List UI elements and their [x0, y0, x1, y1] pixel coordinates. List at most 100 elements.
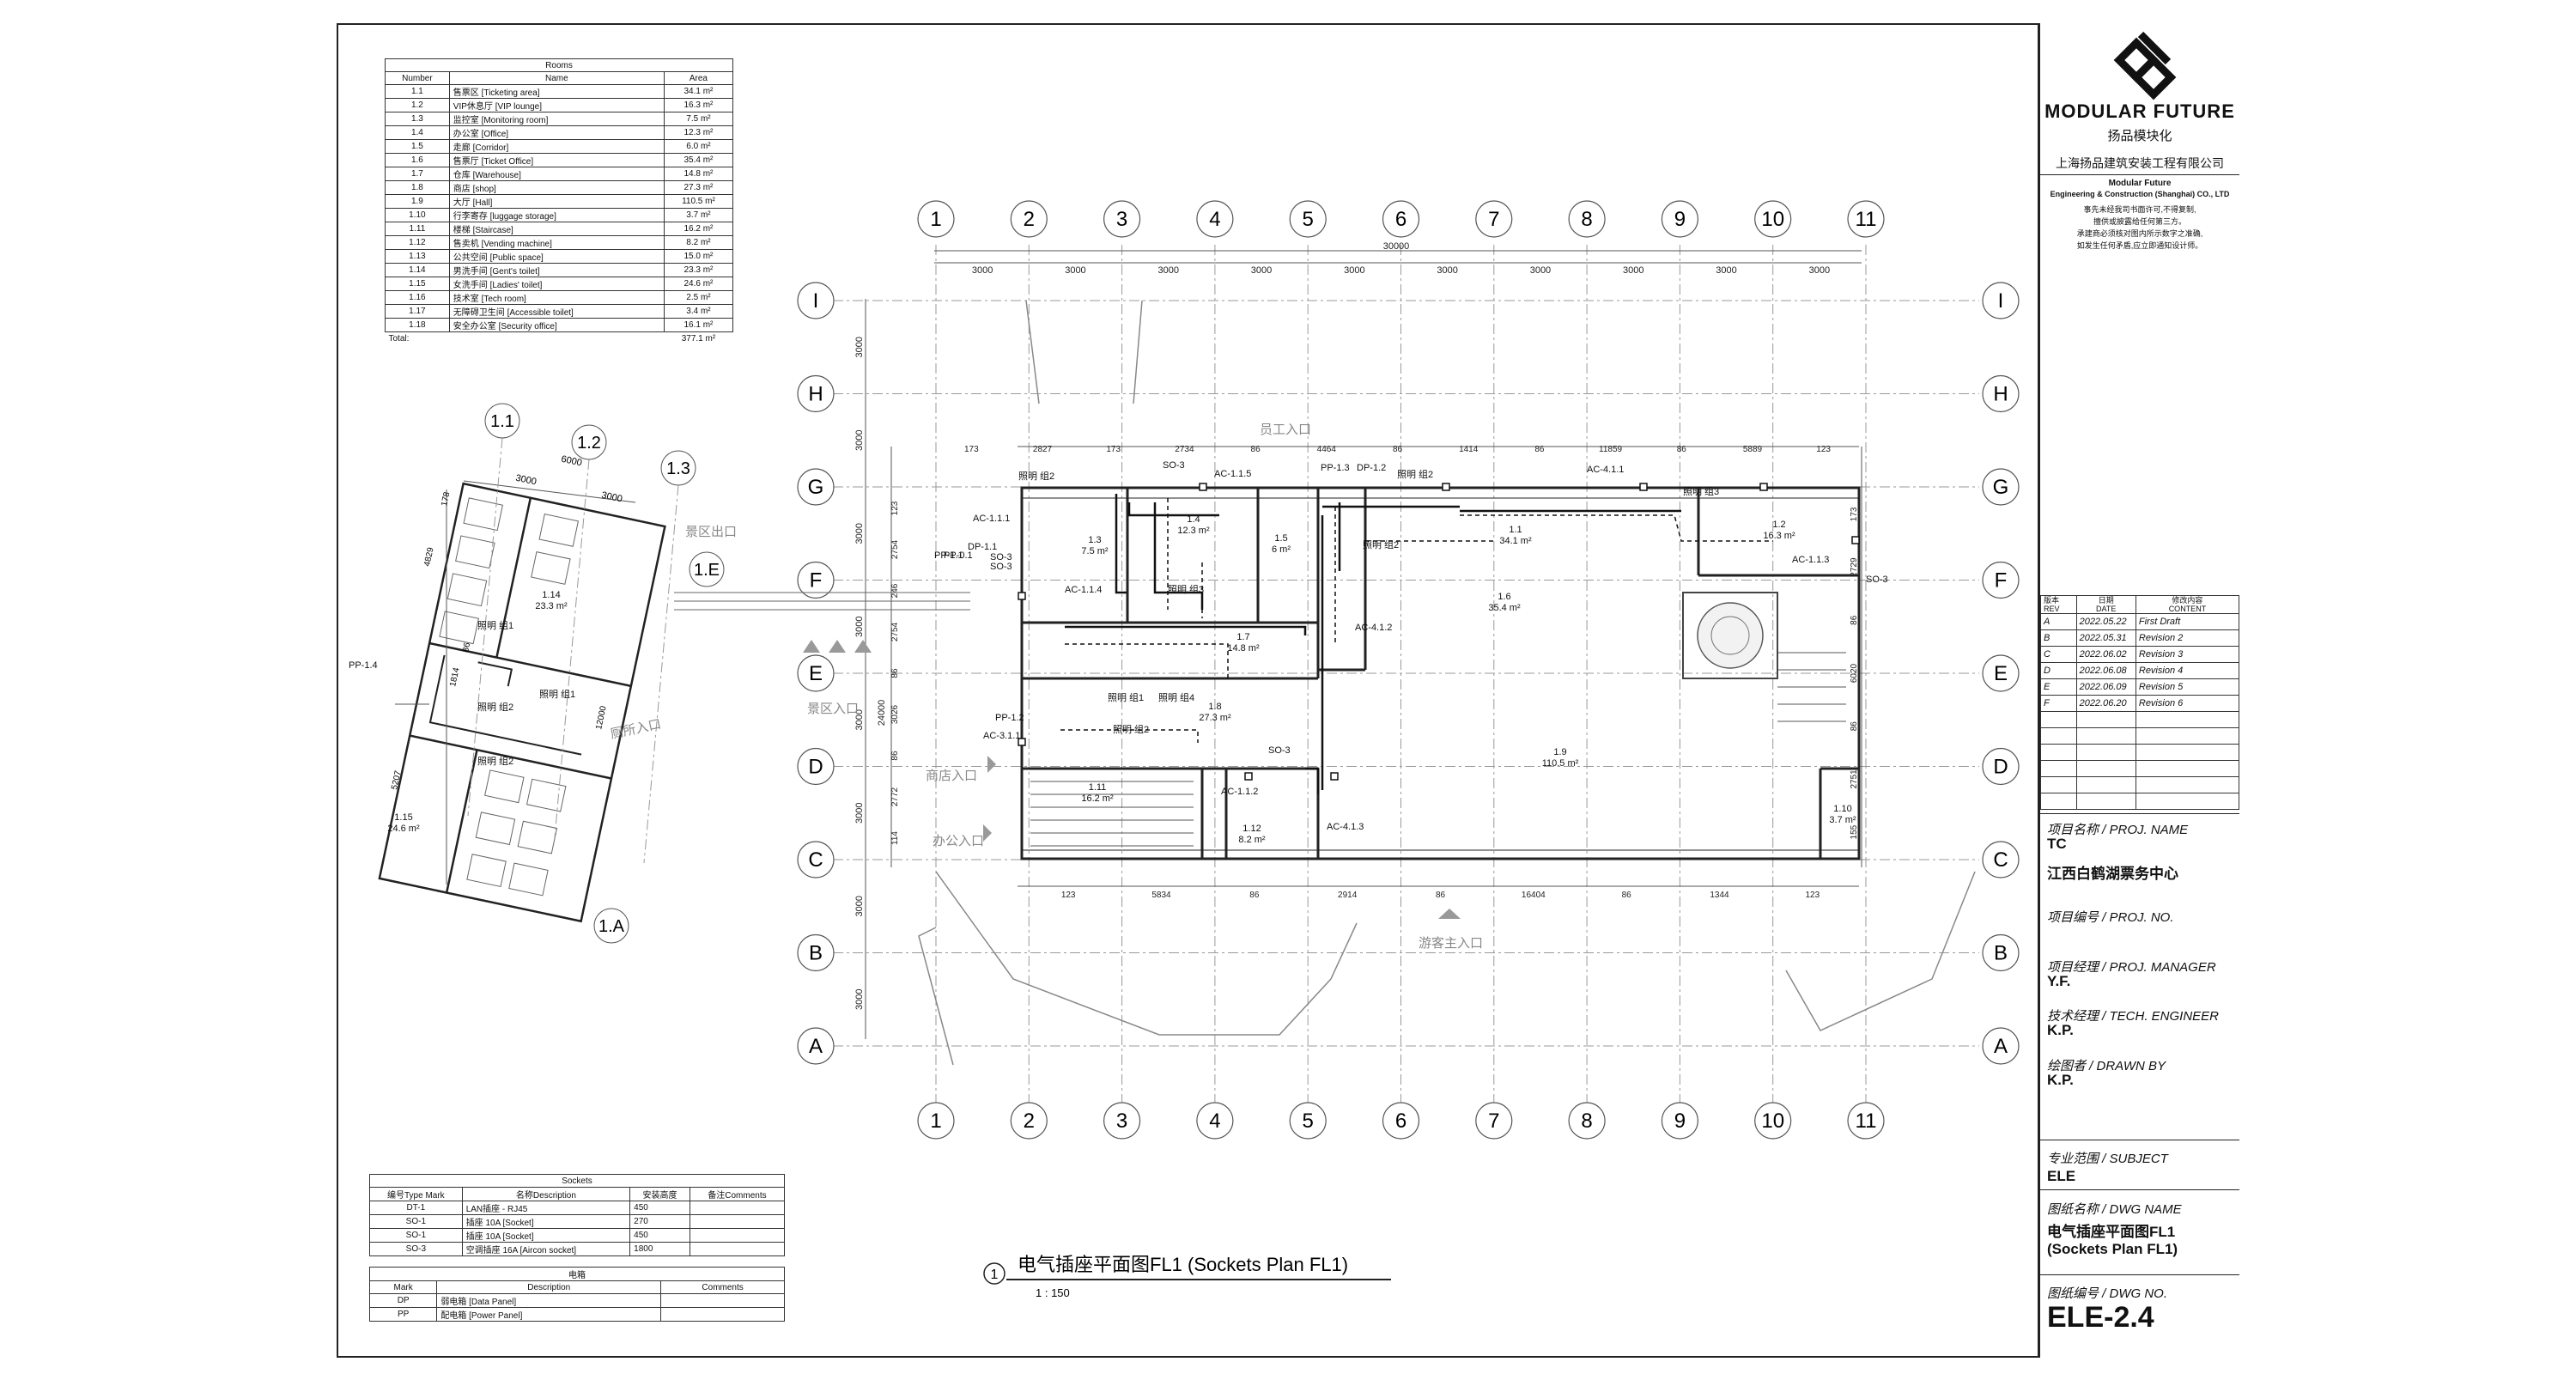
dim-row-spacing-value: 3000 — [854, 337, 865, 357]
grid-bubble-row: F — [797, 561, 835, 599]
equipment-tag: 照明 组3 — [1683, 485, 1719, 497]
dim-value: 86 — [1393, 445, 1403, 454]
grid-label: F — [810, 569, 823, 593]
dwg-no-label: 图纸编号 / DWG NO. — [2047, 1286, 2167, 1301]
tech-engineer: K.P. — [2047, 1022, 2074, 1038]
equipment-tag: 照明 组3 — [1168, 583, 1204, 595]
equipment-tag: AC-4.1.1 — [1587, 465, 1624, 475]
dim-value: 123 — [1061, 891, 1076, 900]
equipment-tag: AC-1.1.4 — [1065, 585, 1102, 595]
panels-schedule-cell: PP — [368, 1307, 438, 1322]
sockets-schedule-cell: SO-3 — [369, 1242, 463, 1256]
room-area: 8.2 m² — [1238, 835, 1266, 845]
equipment-tag: AC-1.1.3 — [1792, 555, 1829, 565]
equipment-tag: 照明 组1 — [477, 619, 513, 631]
detail-dim-value: 3000 — [600, 490, 623, 505]
grid-bubble-row: H — [797, 374, 835, 413]
tb-divider — [2040, 1274, 2239, 1275]
dim-value: 2772 — [890, 787, 900, 806]
revision-content: First Draft — [2135, 613, 2240, 630]
label-visitor-entrance: 游客主入口 — [1419, 936, 1483, 951]
notice-line-1: 事先未经我司书面许可,不得复制, — [2083, 205, 2196, 214]
panels-schedule-cell — [660, 1307, 785, 1322]
view-title: 1 电气插座平面图FL1 (Sockets Plan FL1) 1 : 150 — [983, 1254, 1391, 1299]
grid-label: D — [1993, 756, 2008, 779]
revision-date: 2022.06.02 — [2075, 646, 2136, 663]
grid-bubble-row: I — [1982, 282, 2020, 319]
dim-value: 86 — [1534, 445, 1545, 454]
dim-value: 86 — [1677, 445, 1687, 454]
grid-label: 3 — [1116, 1110, 1127, 1133]
equipment-tag: DP-1.2 — [1357, 463, 1386, 473]
revision-rev: F — [2040, 695, 2077, 712]
company-name-en2: Engineering & Construction (Shanghai) CO… — [2050, 190, 2230, 198]
dim-value: 2751 — [1850, 769, 1859, 789]
equipment-tag: SO-3 — [990, 562, 1012, 572]
sockets-schedule: Sockets 编号Type Mark 名称Description 安装高度 备… — [369, 1174, 786, 1256]
detail-grid-bubble: 1.3 — [643, 450, 696, 864]
view-number: 1 — [991, 1268, 999, 1282]
grid-bubble-column: 3 — [1103, 1102, 1141, 1140]
canopy-outline — [918, 300, 1976, 1066]
revision-content: Revision 4 — [2135, 662, 2240, 679]
room-area: 27.3 m² — [1199, 713, 1231, 723]
rev-header-date-cn: 日期 — [2098, 596, 2114, 605]
dim-value: 2729 — [1850, 557, 1859, 577]
room-area: 16.2 m² — [1081, 793, 1114, 804]
dwg-name-line-2: (Sockets Plan FL1) — [2047, 1241, 2178, 1257]
rev-header-content-cn: 修改内容 — [2172, 596, 2203, 605]
equipment-tag: 照明 组1 — [1108, 691, 1144, 703]
grid-bubble-row: D — [797, 747, 835, 786]
grid-label: 2 — [1024, 208, 1035, 231]
label-staff-entrance: 员工入口 — [1260, 423, 1311, 437]
notice-line-3: 承建商必须核对图内所示数字之准确, — [2076, 229, 2203, 238]
detail-dimension-lines — [395, 480, 636, 885]
room-number: 1.2 — [1772, 520, 1785, 530]
detail-grid-label: 1.3 — [666, 459, 690, 478]
room-labels: 1.134.1 m²1.216.3 m²1.37.5 m²1.412.3 m²1… — [387, 514, 1856, 845]
dim-value: 123 — [1816, 445, 1831, 454]
view-title-text: 电气插座平面图FL1 (Sockets Plan FL1) — [1018, 1254, 1348, 1275]
detail-grid-label: 1.E — [694, 561, 720, 580]
grid-bubble-row: H — [1982, 374, 2020, 413]
detail-dim-value: 178 — [440, 491, 452, 508]
grid-bubble-column: 5 — [1289, 200, 1327, 238]
label-scenic-entry: 景区入口 — [807, 702, 859, 716]
notice-line-2: 擅供或披露给任何第三方。 — [2093, 217, 2186, 226]
toilet-detail-plan — [378, 482, 666, 923]
equipment-tag: AC-1.1.1 — [973, 514, 1010, 524]
dim-row-spacing-value: 3000 — [854, 430, 865, 451]
detail-grid-label: 1.A — [598, 917, 625, 936]
room-area: 35.4 m² — [1488, 603, 1521, 613]
grid-label: G — [808, 476, 824, 499]
rooms-schedule-cell: 16.1 m² — [663, 318, 734, 332]
room-number: 1.14 — [542, 590, 560, 600]
dim-row-spacing-value: 3000 — [854, 709, 865, 730]
equipment-tag: 照明 组2 — [477, 701, 513, 713]
proj-name: TC — [2047, 836, 2067, 852]
grid-bubble-row: G — [1982, 468, 2020, 506]
revision-rev: E — [2040, 678, 2077, 696]
room-area: 12.3 m² — [1177, 526, 1210, 536]
grid-bubble-row: G — [797, 468, 835, 506]
equipment-tag: PP-1.1 — [934, 550, 963, 561]
equipment-tag: AC-4.1.3 — [1327, 822, 1364, 832]
revision-row-empty — [2040, 711, 2240, 728]
detail-dim-value: 1814 — [448, 666, 461, 687]
grid-bubble-row: D — [1982, 747, 2020, 786]
dim-value: 86 — [890, 668, 900, 678]
tech-engineer-label: 技术经理 / TECH. ENGINEER — [2047, 1009, 2220, 1024]
grid-bubble-column: 2 — [1010, 200, 1048, 238]
rooms-total-label: Total: — [388, 333, 410, 344]
room-area: 7.5 m² — [1081, 546, 1109, 556]
rooms-schedule-cell: 1.18 — [385, 318, 450, 332]
